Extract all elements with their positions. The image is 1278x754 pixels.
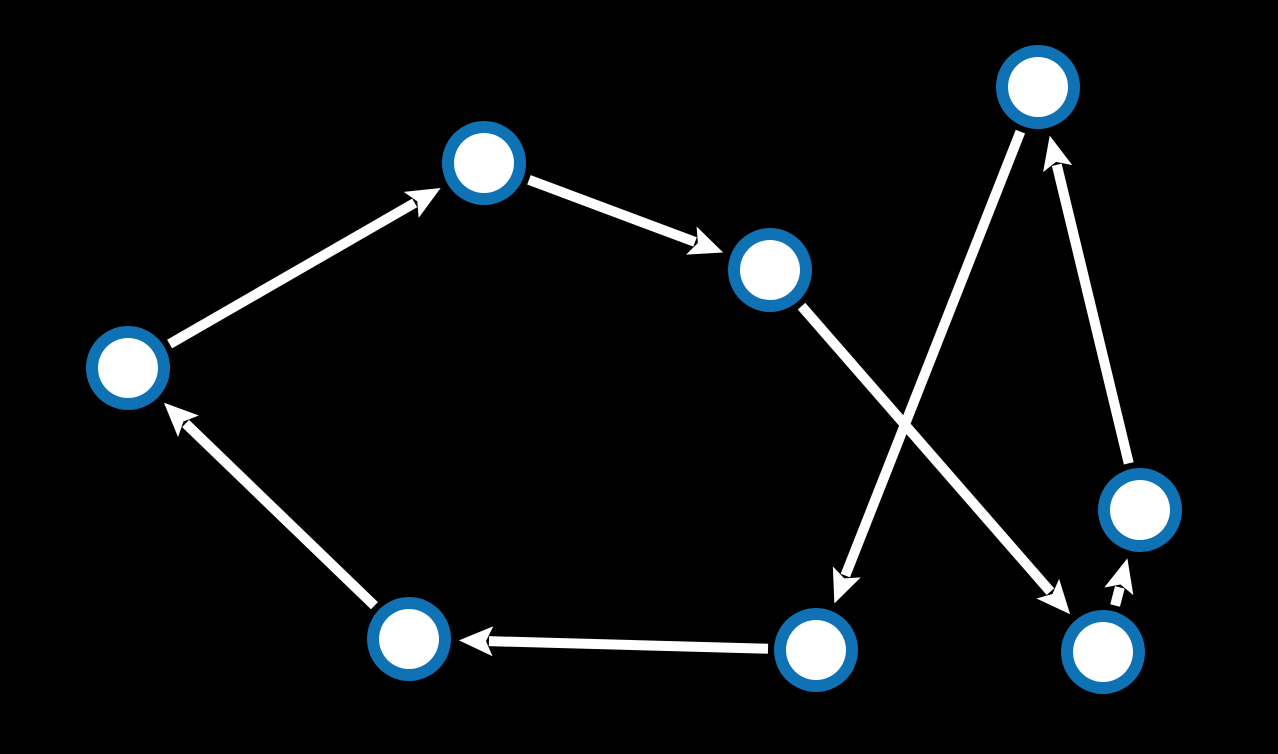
edge-arrowhead-icon [832,566,861,604]
edge-arrowhead-icon [163,402,199,438]
graph-node[interactable] [1098,468,1182,552]
edge-arrowhead-icon [403,187,441,218]
edge-arrowhead-icon [458,626,494,657]
graph-node[interactable] [367,597,451,681]
graph-edge[interactable] [458,626,769,657]
graph-node[interactable] [996,45,1080,129]
node-core [98,338,158,398]
node-layer [86,45,1182,694]
graph-node[interactable] [728,228,812,312]
graph-node[interactable] [442,121,526,205]
edge-line [1110,586,1125,607]
edge-line [797,302,1055,595]
edge-line [1051,163,1134,465]
graph-edge[interactable] [797,302,1071,615]
edge-arrowhead-icon [686,226,724,255]
edge-line [527,175,697,247]
edge-layer [163,129,1134,657]
graph-node[interactable] [86,326,170,410]
node-core [1110,480,1170,540]
node-core [740,240,800,300]
graph-node[interactable] [774,608,858,692]
graph-edge[interactable] [832,129,1026,604]
node-core [379,609,439,669]
graph-edge[interactable] [1104,558,1134,607]
edge-arrowhead-icon [1043,135,1073,173]
edge-line [488,636,769,654]
graph-edge[interactable] [527,175,724,255]
edge-line [182,419,378,610]
node-core [1073,622,1133,682]
edge-line [167,198,418,349]
graph-edge[interactable] [1043,135,1134,465]
graph-edge[interactable] [167,187,441,349]
node-core [1008,57,1068,117]
graph-node[interactable] [1061,610,1145,694]
node-core [454,133,514,193]
edge-arrowhead-icon [1104,558,1134,596]
edge-arrowhead-icon [1036,578,1071,615]
node-core [786,620,846,680]
edge-line [840,129,1026,578]
graph-edge[interactable] [163,402,378,610]
